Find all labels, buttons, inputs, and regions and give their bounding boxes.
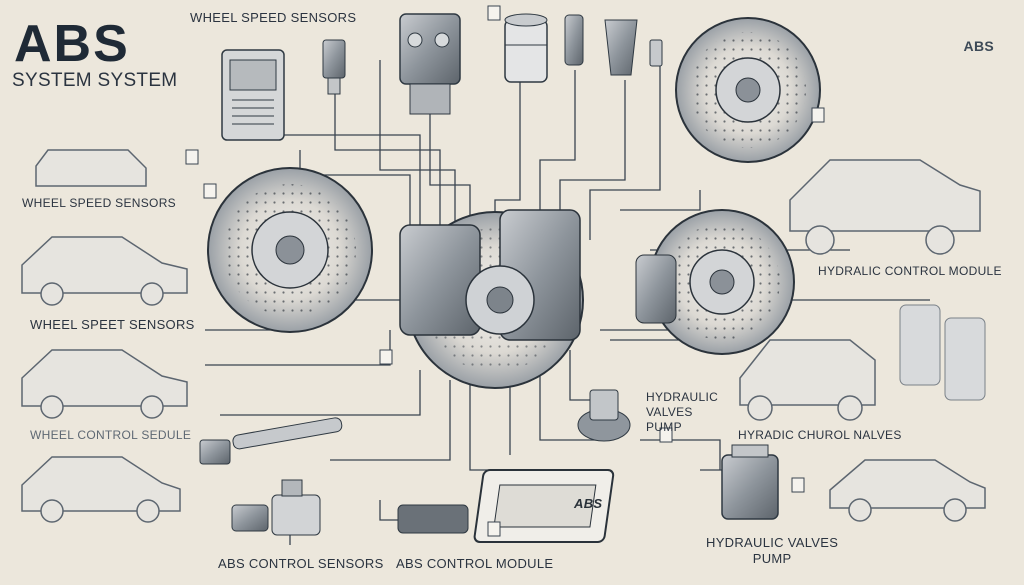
- label-hyradic-churol-nalves: HYRADIC CHUROL NALVES: [738, 428, 902, 442]
- hydraulic-block-top: [399, 13, 461, 115]
- brake-disc-top-right: [675, 17, 821, 163]
- car-left-1: [35, 149, 147, 187]
- car-right-1: [789, 159, 981, 255]
- sensor-assembly-bottom: [231, 479, 321, 536]
- module-badge: ABS: [574, 496, 603, 511]
- car-left-3: [21, 349, 188, 419]
- valve-canister: [504, 13, 548, 83]
- speed-sensor-probe-1: [564, 14, 584, 66]
- label-wheel-control-sedule: WHEEL CONTROL SEDULE: [30, 428, 192, 442]
- label-abs-control-module: ABS CONTROL MODULE: [396, 556, 554, 571]
- label-hydraulic-valves-pump-center: HYDRAULIC VALVES PUMP: [646, 390, 718, 435]
- label-valves-line: VALVES: [646, 405, 693, 419]
- page-subtitle: SYSTEM SYSTEM: [12, 70, 178, 91]
- central-hydraulic-unit: [399, 209, 584, 389]
- sensor-connector-1: [322, 39, 346, 95]
- brake-disc-right: [635, 209, 795, 355]
- label-left-wheel-speed-sensors: WHEEL SPEED SENSORS: [22, 196, 176, 210]
- speed-sensor-probe-2: [604, 19, 638, 76]
- callout-tags: [185, 5, 825, 537]
- pressure-sensor-bowl: [577, 389, 631, 442]
- label-hydralic-control-module: HYDRALIC CONTROL MODULE: [818, 264, 1002, 278]
- speed-sensor-probe-3: [649, 39, 663, 67]
- label-hydraulic-valves-line: HYDRAULIC VALVES: [706, 535, 839, 550]
- label-wheel-speet-sensors: WHEEL SPEET SENSORS: [30, 317, 195, 332]
- car-right-2: [739, 339, 876, 421]
- car-left-2: [21, 236, 188, 306]
- connector-plug-bottom: [397, 504, 469, 534]
- reservoir-cylinders: [899, 304, 986, 401]
- label-top-wheel-speed-sensors: WHEEL SPEED SENSORS: [190, 10, 357, 25]
- car-right-3: [829, 459, 986, 522]
- drive-shaft-sensor: [199, 417, 343, 465]
- label-hydraulic-valves-pump-bottom: HYDRAULIC VALVES PUMP: [706, 535, 838, 567]
- label-pump-line: PUMP: [646, 420, 682, 434]
- label-pump-bottom-line: PUMP: [752, 551, 792, 566]
- page-title: ABS: [14, 15, 130, 73]
- label-hydraulic-line: HYDRAULIC: [646, 390, 719, 404]
- abs-control-module-box: [473, 469, 615, 543]
- ecu-unit-top-left: [221, 49, 285, 141]
- hydraulic-pump-unit: [721, 444, 779, 520]
- brake-disc-left: [207, 167, 373, 333]
- corner-label: ABS: [963, 38, 994, 54]
- car-left-4: [21, 456, 181, 523]
- label-abs-control-sensors: ABS CONTROL SENSORS: [218, 556, 384, 571]
